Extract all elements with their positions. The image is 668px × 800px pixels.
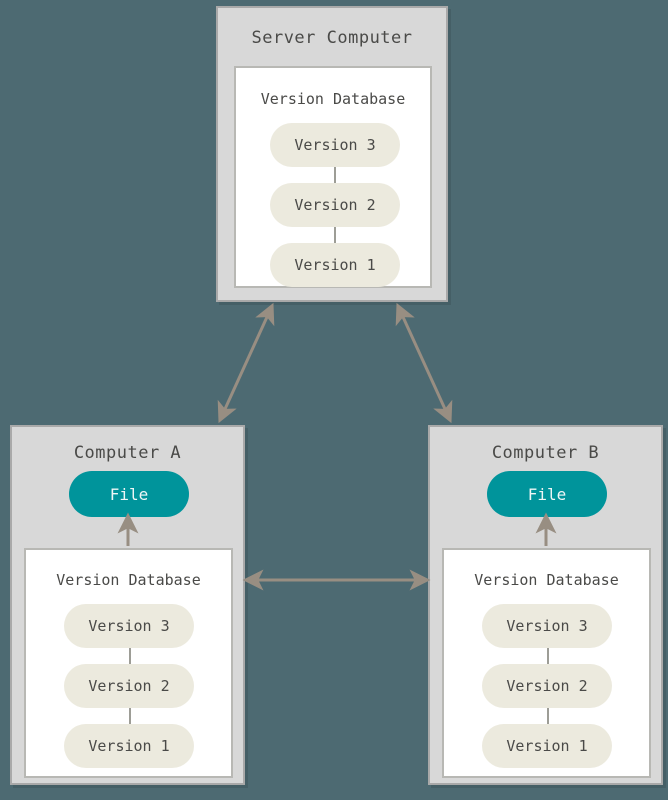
server-version-pill-2[interactable]: Version 2 [270,183,400,227]
arrow-server-to-computer-a [217,302,275,424]
computer-b-title: Computer B [491,443,600,463]
server-connector-3-2 [334,167,336,189]
computer-b-version-database-box: Version Database Version 3 Version 2 Ver… [442,548,651,778]
server-version-pill-1[interactable]: Version 1 [270,243,400,287]
computer-b-box: Computer B File Version Database Version… [428,425,663,785]
computer-a-file-pill[interactable]: File [69,471,189,517]
computer-a-version-database-title: Version Database [56,571,201,589]
computer-b-file-pill[interactable]: File [487,471,607,517]
server-version-database-title: Version Database [260,90,406,108]
computer-b-version-database-title: Version Database [474,571,619,589]
computer-a-version-pill-3[interactable]: Version 3 [64,604,194,648]
computer-b-connector-3-2 [547,648,549,670]
computer-b-connector-2-1 [547,708,549,730]
computer-b-version-pill-3[interactable]: Version 3 [482,604,612,648]
computer-a-version-pill-1[interactable]: Version 1 [64,724,194,768]
computer-a-box: Computer A File Version Database Version… [10,425,245,785]
computer-a-version-pill-2[interactable]: Version 2 [64,664,194,708]
computer-a-title: Computer A [73,443,182,463]
server-version-database-box: Version Database Version 3 Version 2 Ver… [234,66,432,288]
server-connector-2-1 [334,227,336,249]
computer-b-version-pill-1[interactable]: Version 1 [482,724,612,768]
server-computer-title: Server Computer [251,28,413,48]
server-version-pill-3[interactable]: Version 3 [270,123,400,167]
computer-b-version-pill-2[interactable]: Version 2 [482,664,612,708]
computer-a-version-database-box: Version Database Version 3 Version 2 Ver… [24,548,233,778]
server-computer-box: Server Computer Version Database Version… [216,6,448,302]
computer-a-connector-3-2 [129,648,131,670]
computer-a-connector-2-1 [129,708,131,730]
arrow-server-to-computer-b [395,302,453,424]
